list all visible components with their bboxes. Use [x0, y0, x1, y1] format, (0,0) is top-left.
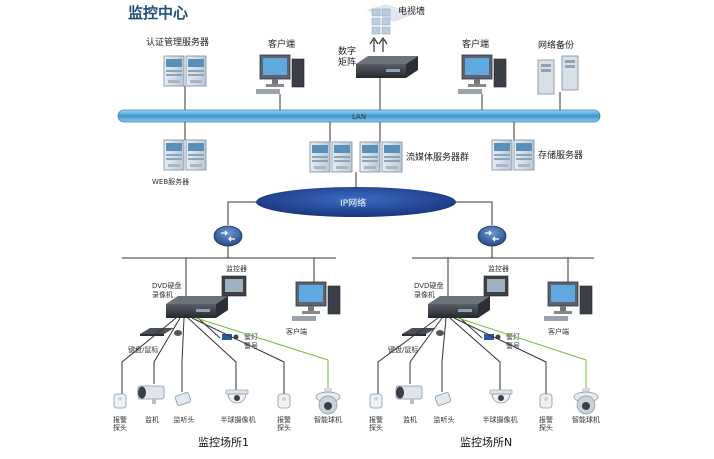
- dome-camera-right: [489, 389, 513, 404]
- client-left-pc: [255, 54, 305, 110]
- monitor-right: [483, 275, 509, 297]
- lan-bus: [117, 109, 601, 123]
- probe-left-2: [277, 393, 291, 409]
- site-left-device-label: 报警探头: [113, 415, 127, 432]
- mic-left: [174, 391, 192, 407]
- keyboard-left: [140, 328, 182, 336]
- site-right-device-label: 监机: [403, 415, 417, 424]
- site-right-client-label: 客户端: [548, 327, 569, 336]
- dome-camera-left: [225, 389, 249, 404]
- client-right-pc: [457, 54, 507, 110]
- storage-server-group: [491, 122, 535, 171]
- dvr-left-line2: 录像机: [152, 290, 173, 299]
- router-left-icon: [213, 225, 243, 247]
- ip-network-label: IP网络: [340, 197, 366, 209]
- backup-label: 网络备份: [538, 39, 574, 51]
- video-wall-label: 电视墙: [398, 5, 425, 17]
- video-wall-icon: [366, 4, 414, 52]
- client-right-site-pc: [543, 281, 593, 322]
- client-right-label: 客户端: [462, 38, 489, 50]
- keyboard-right-label: 键盘/鼠标: [388, 345, 418, 354]
- streaming-label: 流媒体服务器群: [406, 151, 469, 163]
- monitor-left: [221, 275, 247, 297]
- matrix-label-line2: 矩阵: [338, 56, 356, 68]
- alarm-left: [197, 317, 239, 340]
- auth-server-group: [163, 55, 207, 110]
- ptz-camera-right: [573, 387, 599, 415]
- router-right-icon: [477, 225, 507, 247]
- site-right-device-label: 报警探头: [369, 415, 383, 432]
- storage-label: 存储服务器: [538, 149, 583, 161]
- web-server-group: [163, 122, 207, 171]
- probe-right-2: [539, 393, 553, 409]
- probe-right-1: [369, 393, 383, 409]
- site-left-device-label: 智能球机: [314, 415, 342, 424]
- ip-network-cloud: [256, 187, 456, 217]
- client-left-site-pc: [291, 281, 341, 322]
- site-left-device-label: 监听头: [174, 415, 195, 424]
- site-right-device-label: 监听头: [434, 415, 455, 424]
- matrix-label-line1: 数字: [338, 45, 356, 57]
- site-left-device-label: 报警探头: [277, 415, 291, 432]
- probe-left-1: [113, 393, 127, 409]
- digital-matrix-box: [356, 56, 418, 110]
- mic-right: [434, 391, 452, 407]
- lan-label: LAN: [352, 113, 366, 121]
- site-right-name: 监控场所N: [460, 435, 512, 449]
- site-left-client-label: 客户端: [286, 327, 307, 336]
- site-left-device-label: 监机: [145, 415, 159, 424]
- ptz-camera-left: [315, 387, 341, 415]
- monitor-left-label: 监控器: [226, 264, 247, 273]
- site-left-name: 监控场所1: [198, 435, 249, 449]
- site-right-device-label: 智能球机: [572, 415, 600, 424]
- site-left-device-label: 半球摄像机: [221, 415, 256, 424]
- site-right-device-labels: 报警探头 监机 监听头 半球摄像机 报警探头 智能球机: [369, 415, 600, 432]
- box-camera-left: [137, 385, 165, 405]
- dvr-left: [166, 296, 228, 318]
- alarm-right: [459, 317, 501, 340]
- keyboard-left-label: 键盘/鼠标: [128, 345, 158, 354]
- monitor-right-label: 监控器: [488, 264, 509, 273]
- site-right-device-label: 报警探头: [539, 415, 553, 432]
- alarm-left-line1: 警灯: [244, 332, 258, 341]
- alarm-right-line2: 警号: [506, 341, 520, 350]
- backup-servers: [537, 55, 579, 110]
- auth-server-label: 认证管理服务器: [146, 36, 209, 48]
- streaming-server-group: [309, 122, 403, 190]
- site-left-device-labels: 报警探头 监机 监听头 半球摄像机 报警探头 智能球机: [113, 415, 342, 432]
- dvr-right-line1: DVD硬盘: [414, 281, 443, 290]
- client-left-label: 客户端: [268, 38, 295, 50]
- box-camera-right: [395, 385, 423, 405]
- dvr-left-line1: DVD硬盘: [152, 281, 181, 290]
- site-right-device-label: 半球摄像机: [483, 415, 518, 424]
- dvr-right-line2: 录像机: [414, 290, 435, 299]
- alarm-left-line2: 警号: [244, 341, 258, 350]
- dvr-right: [428, 296, 490, 318]
- web-server-label: WEB服务器: [152, 177, 189, 186]
- center-title: 监控中心: [128, 4, 188, 22]
